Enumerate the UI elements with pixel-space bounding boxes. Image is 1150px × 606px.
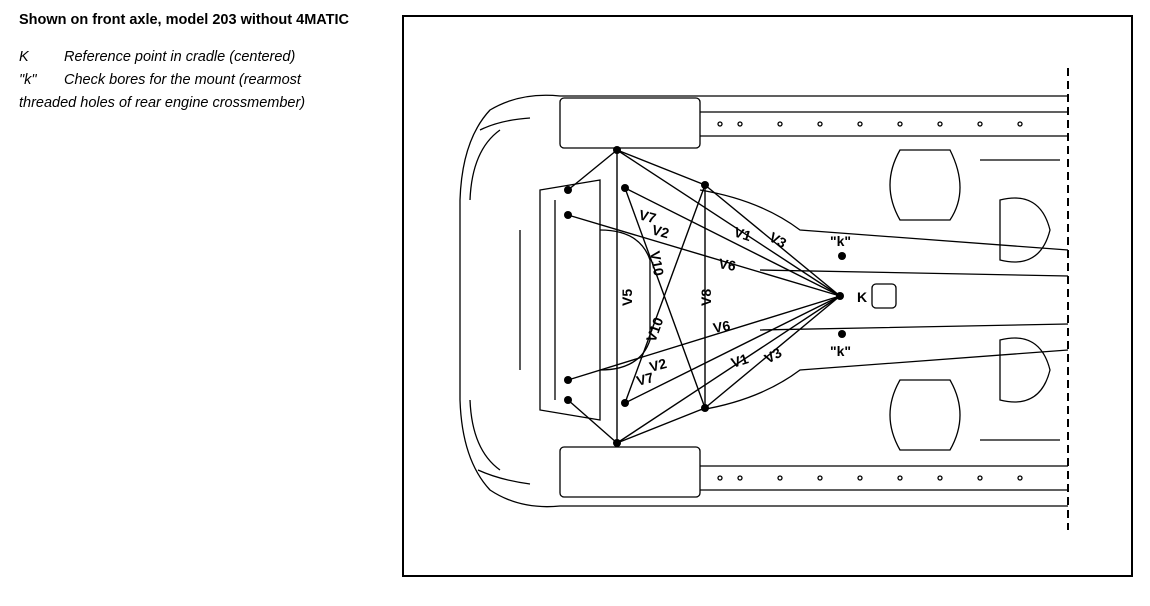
legend: K Reference point in cradle (centered) "… [19,46,359,115]
diagram-labels: K "k" "k" V1 V1 V3 V3 V2 V2 V7 V7 V6 V6 … [619,206,867,388]
measurement-line [624,295,841,404]
legend-text-body: Check bores for the mount (rearmost thre… [19,72,306,111]
legend-text: "k"Check bores for the mount (rearmost t… [19,69,359,115]
measurement-line [567,295,841,381]
label-v3-top: V3 [767,229,790,252]
measurement-line [616,149,841,297]
label-v7-top: V7 [637,206,658,226]
label-v2-bottom: V2 [648,355,669,375]
measuring-point [701,404,709,412]
check-bore-k [838,252,846,260]
label-v6-bottom: V6 [712,317,732,336]
label-v10-top: V10 [647,250,667,278]
label-v8: V8 [698,289,714,306]
measurement-line [616,149,706,186]
measurement-line [704,295,841,409]
measuring-points [564,146,846,447]
measuring-point [621,399,629,407]
measurement-line [616,295,841,444]
measuring-point [564,376,572,384]
legend-key: K [19,49,29,65]
chassis-outline [459,94,1069,508]
rail-holes [717,121,1023,481]
measurement-line [567,399,618,444]
label-v1-top: V1 [732,224,753,245]
reference-point-K [836,292,844,300]
legend-item-k: "k"Check bores for the mount (rearmost t… [19,69,359,115]
label-v1-bottom: V1 [729,350,750,371]
label-v5: V5 [619,289,635,306]
label-k-top: "k" [830,233,851,249]
measurement-line [567,149,618,191]
measurement-line [624,187,841,297]
label-K: K [857,289,867,305]
label-v10-bottom: V10 [643,315,667,344]
label-k-bottom: "k" [830,343,851,359]
legend-text: Reference point in cradle (centered) [64,49,296,65]
measurement-line [704,184,841,297]
label-v6-top: V6 [717,255,737,274]
diagram-frame [402,15,1133,577]
measurement-line [624,187,706,409]
measurement-line [567,214,841,297]
measuring-point [701,181,709,189]
measuring-point [613,439,621,447]
measuring-point [564,186,572,194]
measurement-lines [567,149,841,444]
legend-item-K: K Reference point in cradle (centered) [19,46,359,69]
figure-title: Shown on front axle, model 203 without 4… [19,12,350,28]
measuring-point [564,396,572,404]
label-v7-bottom: V7 [635,369,656,389]
check-bore-k [838,330,846,338]
measuring-point [621,184,629,192]
legend-key: "k" [19,72,37,88]
caption-block: Shown on front axle, model 203 without 4… [19,10,359,115]
label-v2-top: V2 [650,221,671,241]
measuring-point [613,146,621,154]
measurement-line [616,407,706,444]
measurement-line [624,184,706,404]
measuring-point [564,211,572,219]
label-v3-bottom: V3 [762,344,785,367]
